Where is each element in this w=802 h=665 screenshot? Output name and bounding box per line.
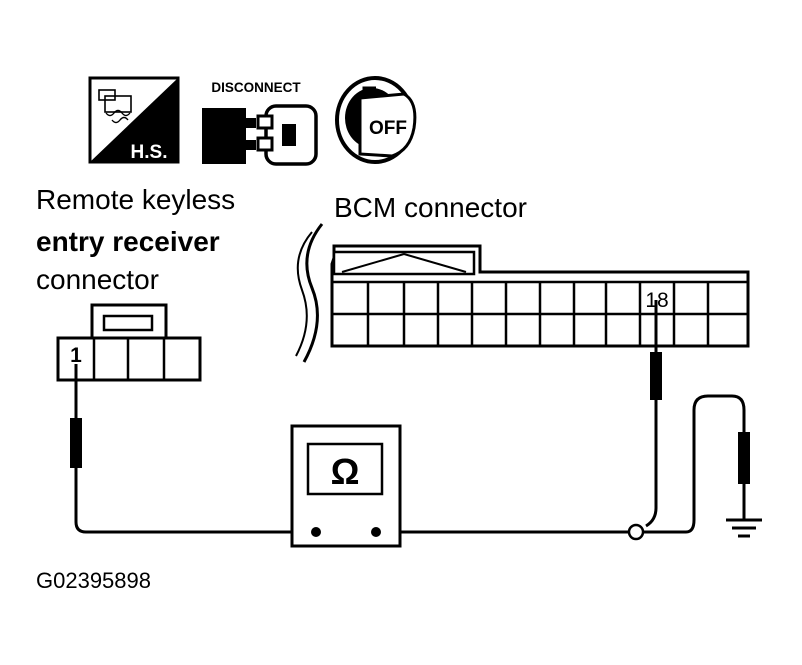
receiver-connector: 1 [56,303,202,382]
test-probe-right [650,300,662,400]
ohmmeter: Ω [290,424,402,548]
harness-side-label: H.S. [131,142,168,163]
ignition-off-label: OFF [369,118,407,139]
ohmmeter-terminal-right [371,527,381,537]
ohm-symbol: Ω [331,451,360,492]
test-lead-wires [74,394,746,534]
disconnect-icon: DISCONNECT [202,80,318,166]
disconnect-label: DISCONNECT [211,80,301,95]
bcm-connector-label: BCM connector [334,192,527,223]
test-probe-left [70,364,82,468]
bcm-connector: 18 [295,223,750,363]
receiver-connector-label-line1: Remote keyless [36,184,236,215]
ground-probe [738,432,750,484]
harness-side-icon: H.S. [88,76,180,164]
receiver-connector-label-line2: entry receiver [36,226,220,257]
ground-symbol [726,518,762,538]
wire-junction [627,523,645,541]
ignition-off-icon: OFF [335,76,417,164]
receiver-terminal-label: 1 [70,344,82,367]
receiver-connector-label-line3: connector [36,264,159,295]
ohmmeter-terminal-left [311,527,321,537]
figure-id: G02395898 [36,568,151,593]
